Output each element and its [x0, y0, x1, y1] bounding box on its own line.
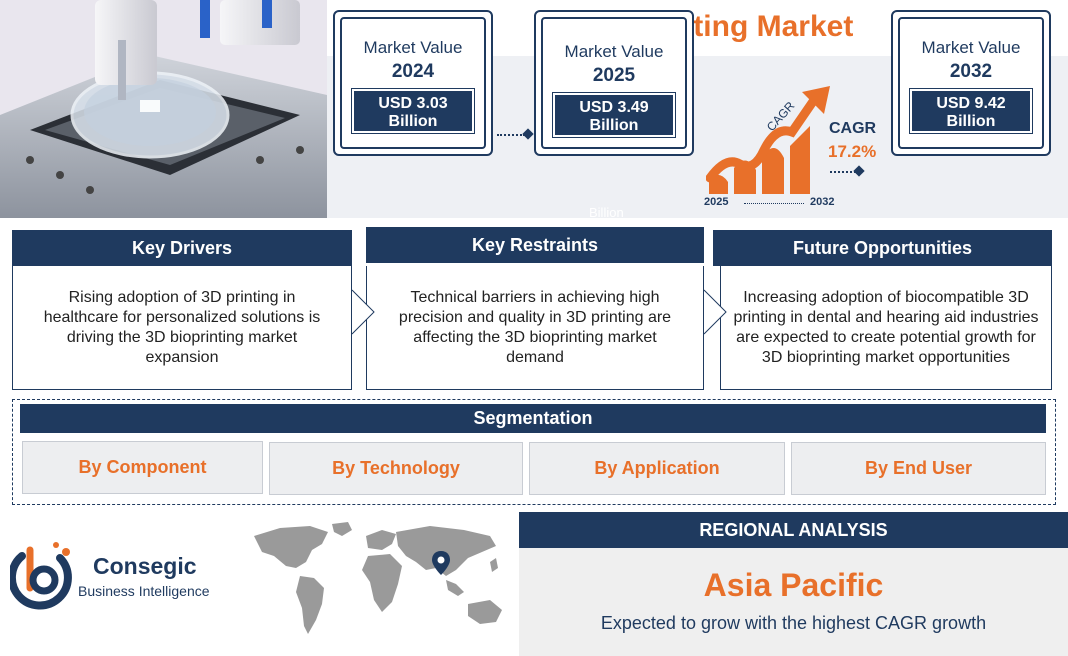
segment-by-end-user: By End User	[791, 442, 1046, 495]
market-value-label: Market Value	[363, 38, 463, 57]
key-drivers-text: Rising adoption of 3D printing in health…	[12, 266, 352, 390]
region-description: Expected to grow with the highest CAGR g…	[600, 613, 987, 633]
cagr-end-year: 2032	[810, 196, 835, 208]
future-opportunities-header: Future Opportunities	[713, 230, 1052, 266]
chevron-right-icon	[703, 289, 727, 335]
brand-logo-icon	[10, 542, 72, 610]
market-value-amount: USD 3.49 Billion	[552, 92, 676, 138]
cagr-label: CAGR	[829, 120, 877, 137]
growth-bar-chart-icon: CAGR	[706, 86, 830, 194]
market-value-card-2024: Market Value 2024 USD 3.03 Billion	[333, 10, 493, 156]
segmentation-frame	[12, 399, 1056, 505]
cagr-value: 17.2%	[828, 142, 877, 161]
ghost-text: Billion	[589, 205, 624, 220]
market-value-year: 2025	[592, 65, 636, 86]
segment-by-technology: By Technology	[269, 442, 523, 495]
key-drivers-header: Key Drivers	[12, 230, 352, 266]
region-name: Asia Pacific	[703, 567, 884, 603]
market-value-card-2025: Market Value 2025 USD 3.49 Billion	[534, 10, 694, 156]
segment-by-application: By Application	[529, 442, 785, 495]
world-map-icon	[254, 522, 502, 634]
cagr-start-year: 2025	[704, 196, 729, 208]
segmentation-header: Segmentation	[20, 404, 1046, 433]
bioprinter-photo	[0, 0, 327, 218]
market-value-card-2032: Market Value 2032 USD 9.42 Billion	[891, 10, 1051, 156]
connector-line	[830, 171, 856, 173]
brand-name: Consegic	[93, 553, 197, 579]
market-value-amount: USD 9.42 Billion	[909, 88, 1033, 134]
year-range-line	[744, 203, 804, 204]
segment-by-component: By Component	[22, 441, 263, 494]
key-restraints-text: Technical barriers in achieving high pre…	[366, 266, 704, 390]
market-value-amount: USD 3.03 Billion	[351, 88, 475, 134]
market-value-year: 2024	[391, 61, 435, 82]
regional-panel	[519, 548, 1068, 656]
market-value-label: Market Value	[564, 42, 664, 61]
chevron-right-icon	[351, 289, 375, 335]
future-opportunities-text: Increasing adoption of biocompatible 3D …	[720, 266, 1052, 390]
regional-analysis-header: REGIONAL ANALYSIS	[519, 512, 1068, 548]
market-value-year: 2032	[949, 61, 993, 82]
location-pin-icon	[432, 551, 450, 575]
brand-subtitle: Business Intelligence	[78, 583, 210, 599]
market-value-label: Market Value	[921, 38, 1021, 57]
connector-line	[497, 134, 525, 136]
key-restraints-header: Key Restraints	[366, 227, 704, 263]
